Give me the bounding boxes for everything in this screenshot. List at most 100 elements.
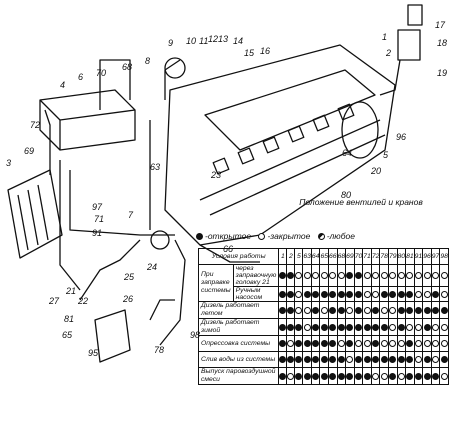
valve-cell xyxy=(286,286,296,302)
empty-dot-icon xyxy=(363,272,371,279)
empty-dot-icon xyxy=(363,290,371,298)
filled-dot-icon xyxy=(196,233,203,240)
empty-dot-icon xyxy=(414,356,422,363)
callout-91: 91 xyxy=(92,228,102,238)
filled-dot-icon xyxy=(380,356,388,363)
valve-cell xyxy=(310,286,321,302)
filled-dot-icon xyxy=(312,290,320,298)
engine-head xyxy=(204,69,376,151)
valve-cell xyxy=(379,318,389,336)
valve-cell xyxy=(396,335,407,352)
filled-dot-icon xyxy=(295,372,303,380)
callout-17: 17 xyxy=(435,20,446,30)
empty-dot-icon xyxy=(397,372,405,380)
callout-68: 68 xyxy=(122,62,132,72)
valve-cell xyxy=(422,335,432,352)
valve-cell xyxy=(413,351,424,368)
callout-72: 72 xyxy=(30,120,40,130)
callout-25: 25 xyxy=(123,272,135,282)
callout-2: 2 xyxy=(385,48,391,58)
valve-cell xyxy=(387,351,398,368)
valve-cell xyxy=(278,351,288,368)
valve-cell xyxy=(286,318,296,336)
callout-95: 95 xyxy=(88,348,99,358)
valve-cell xyxy=(422,301,432,319)
valve-cell xyxy=(430,367,441,385)
callout-4: 4 xyxy=(60,80,65,90)
valve-cell xyxy=(345,335,355,352)
valve-column-68: 68 xyxy=(336,248,347,265)
filled-dot-icon xyxy=(372,306,380,314)
valve-cell xyxy=(336,264,347,287)
valve-cell xyxy=(302,335,312,352)
valve-cell xyxy=(362,286,372,302)
legend-any: -любое xyxy=(317,231,355,241)
valve-column-5: 5 xyxy=(294,248,304,265)
valve-cell xyxy=(387,264,398,287)
filled-dot-icon xyxy=(337,306,345,314)
heater xyxy=(94,309,131,363)
valve-column-2: 2 xyxy=(286,248,296,265)
callout-8: 8 xyxy=(145,56,150,66)
valve-cell xyxy=(294,335,304,352)
valve-cell xyxy=(345,286,355,302)
empty-dot-icon xyxy=(346,306,354,314)
filled-dot-icon xyxy=(397,306,405,314)
valve-cell xyxy=(278,301,288,319)
empty-dot-icon xyxy=(440,372,448,380)
valve-cell xyxy=(422,318,432,336)
valve-cell xyxy=(319,286,330,302)
valve-cell xyxy=(396,286,407,302)
callout-78: 78 xyxy=(154,345,164,355)
valve-cell xyxy=(319,264,330,287)
filled-dot-icon xyxy=(440,306,448,314)
valve-cell xyxy=(439,335,449,352)
valve-cell xyxy=(310,351,321,368)
filled-dot-icon xyxy=(279,356,287,363)
callout-64: 64 xyxy=(342,148,352,158)
valve-cell xyxy=(353,351,364,368)
filled-dot-icon xyxy=(295,323,303,331)
table-row: Опрессовка системы xyxy=(197,335,449,352)
filled-dot-icon xyxy=(329,340,337,347)
empty-dot-icon xyxy=(440,290,448,298)
filled-dot-icon xyxy=(295,356,303,363)
thermostat xyxy=(164,57,186,79)
filled-dot-icon xyxy=(312,306,320,314)
valve-cell xyxy=(405,301,415,319)
row-label: Выпуск паровоздушной смеси xyxy=(197,367,280,385)
valve-cell xyxy=(387,301,398,319)
empty-dot-icon xyxy=(337,272,345,279)
valve-cell xyxy=(302,351,312,368)
filled-dot-icon xyxy=(279,290,287,298)
valve-cell xyxy=(319,367,330,385)
valve-cell xyxy=(328,264,338,287)
filled-dot-icon xyxy=(355,323,362,331)
valve-cell xyxy=(294,286,304,302)
valve-cell xyxy=(422,367,432,385)
valve-cell xyxy=(396,264,407,287)
valve-column-71: 71 xyxy=(362,248,372,265)
filled-dot-icon xyxy=(355,290,362,298)
legend-closed-label: -закрытое xyxy=(267,231,311,241)
filled-dot-icon xyxy=(380,323,388,331)
box-17 xyxy=(407,4,423,26)
valve-cell xyxy=(370,318,381,336)
filled-dot-icon xyxy=(346,340,354,347)
filled-dot-icon xyxy=(397,323,405,331)
valve-cell xyxy=(413,318,424,336)
empty-dot-icon xyxy=(380,340,388,347)
filled-dot-icon xyxy=(406,340,414,347)
row-label: через заправочную головку 21 xyxy=(232,264,280,287)
half-dot-icon xyxy=(317,233,325,240)
valve-cell xyxy=(422,286,432,302)
callout-5: 5 xyxy=(383,150,389,160)
empty-dot-icon xyxy=(389,340,397,347)
table-row: Выпуск паровоздушной смеси xyxy=(197,367,449,385)
empty-dot-icon xyxy=(295,290,303,298)
valve-cell xyxy=(413,367,424,385)
callout-3: 3 xyxy=(6,158,11,168)
empty-dot-icon xyxy=(380,372,388,380)
filled-dot-icon xyxy=(363,356,371,363)
